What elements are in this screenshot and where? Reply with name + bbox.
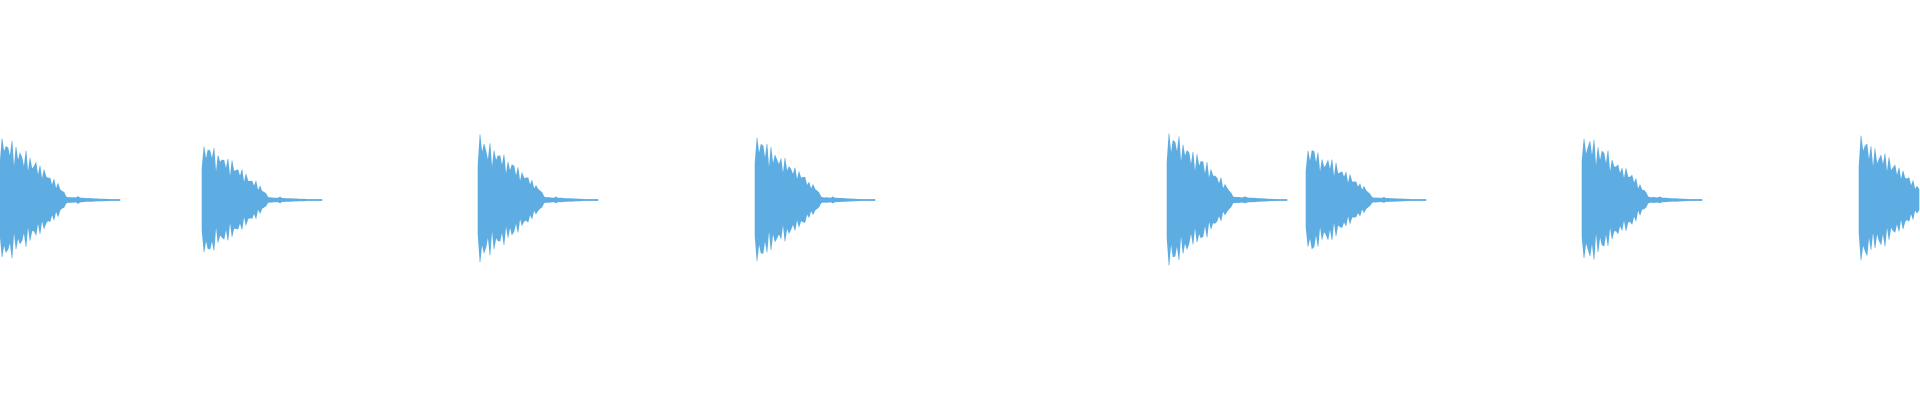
- waveform-hits: [0, 133, 1920, 266]
- waveform-hit-1: [0, 138, 121, 259]
- waveform-hit-8: [1858, 135, 1920, 261]
- waveform-hit-5: [1166, 133, 1288, 266]
- waveform-hit-2: [201, 146, 323, 253]
- waveform-hit-7: [1581, 138, 1703, 260]
- waveform-hit-6: [1305, 150, 1427, 250]
- waveform-hit-4: [754, 137, 876, 262]
- waveform-hit-3: [477, 134, 599, 263]
